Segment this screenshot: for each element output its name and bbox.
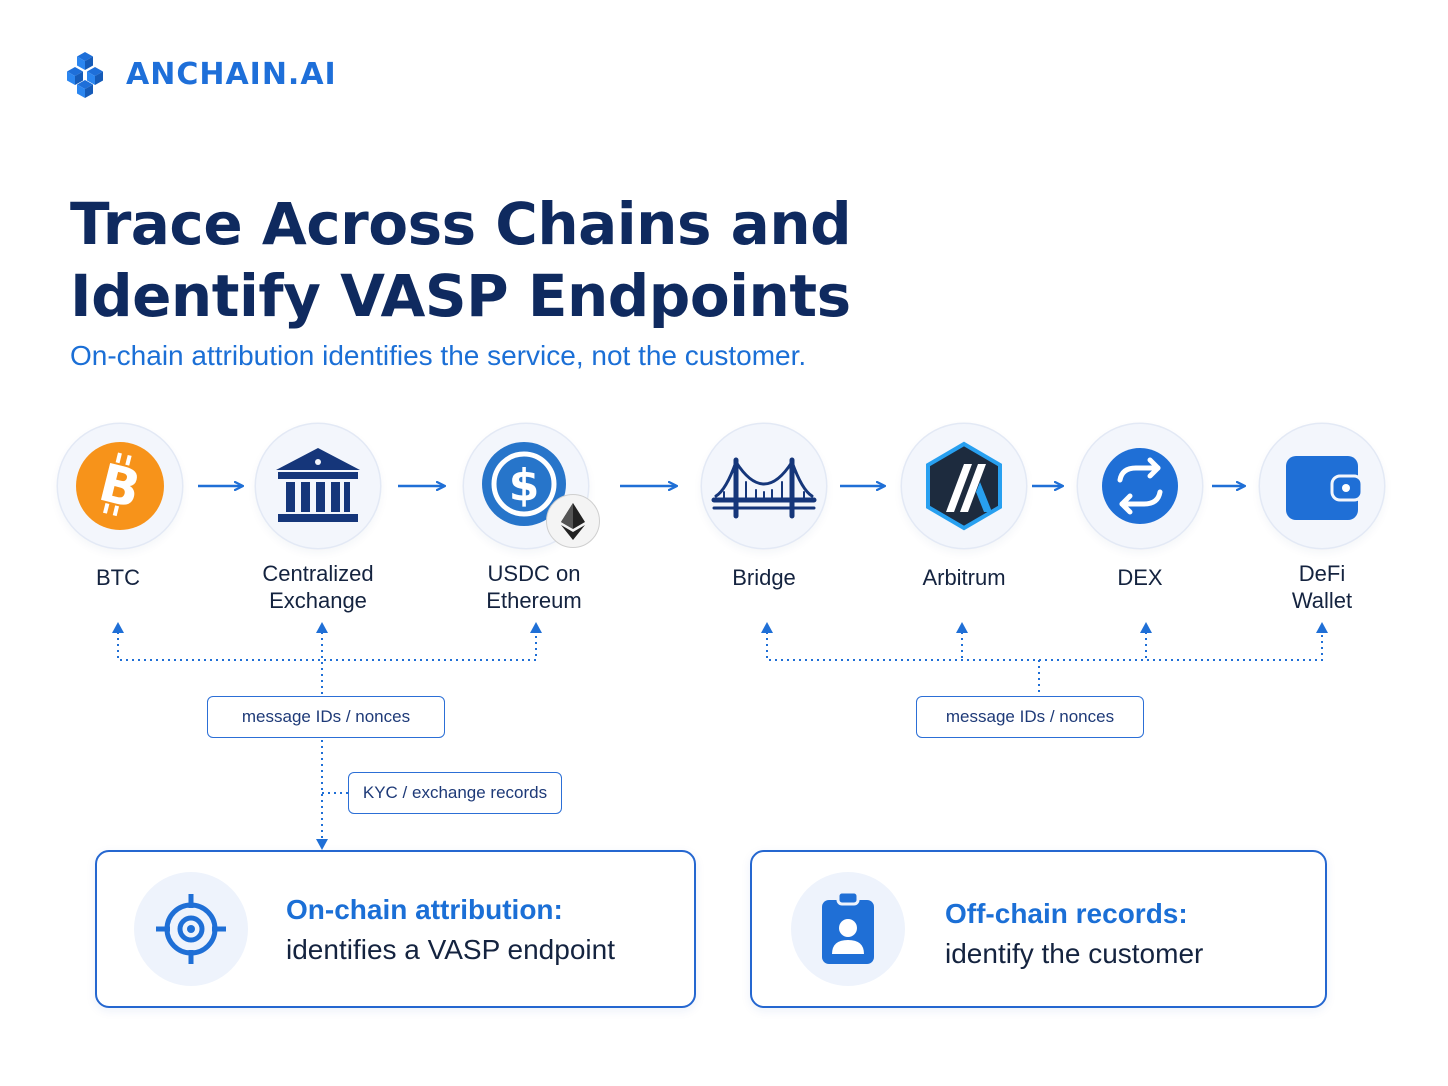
- node-arbitrum: [902, 424, 1026, 548]
- label-bridge: Bridge: [732, 565, 796, 590]
- usdc-icon: $: [482, 442, 566, 526]
- node-dex: [1078, 424, 1202, 548]
- ethereum-badge: [546, 494, 600, 548]
- card-heading: Off-chain records:: [945, 898, 1188, 929]
- node-usdc-ethereum: $: [464, 424, 600, 548]
- card-icon-wrap: [791, 872, 905, 986]
- label-btc: BTC: [96, 565, 140, 590]
- left-bracket-line: [117, 632, 537, 661]
- title-line-2: Identify VASP Endpoints: [70, 262, 851, 330]
- node-centralized-exchange: [256, 424, 380, 548]
- right-bracket-line: [766, 632, 1323, 661]
- card-body: identify the customer: [945, 938, 1204, 969]
- title-line-1: Trace Across Chains and: [70, 190, 852, 258]
- brand-logo: ANCHAIN.AI: [60, 48, 337, 100]
- card-icon-wrap: [134, 872, 248, 986]
- card-heading: On-chain attribution:: [286, 894, 563, 925]
- tag-message-ids-right: message IDs / nonces: [916, 696, 1144, 738]
- card-body: identifies a VASP endpoint: [286, 934, 615, 965]
- swap-icon: [1102, 448, 1178, 524]
- tag-message-ids-left: message IDs / nonces: [207, 696, 445, 738]
- bridge-icon: [711, 457, 817, 519]
- node-btc: B: [58, 424, 182, 548]
- id-badge-icon: [822, 890, 874, 964]
- node-bridge: [702, 424, 826, 548]
- brand-name: ANCHAIN.AI: [126, 56, 337, 92]
- page-title: Trace Across Chains and Identify VASP En…: [70, 188, 970, 332]
- label-arbitrum: Arbitrum: [922, 565, 1006, 590]
- cube-logo-icon: [67, 52, 103, 98]
- ethereum-icon: [561, 503, 585, 540]
- label-dex: DEX: [1117, 565, 1163, 590]
- bank-icon: [276, 448, 360, 522]
- card-text-onchain: On-chain attribution: identifies a VASP …: [286, 890, 615, 970]
- node-defi-wallet: [1260, 424, 1384, 548]
- svg-text:$: $: [509, 460, 540, 511]
- target-icon: [156, 894, 226, 964]
- card-text-offchain: Off-chain records: identify the customer: [945, 894, 1203, 974]
- bitcoin-icon: B: [76, 442, 164, 530]
- arbitrum-icon: [926, 441, 1002, 531]
- card-onchain-attribution: On-chain attribution: identifies a VASP …: [95, 850, 696, 1008]
- wallet-icon: [1286, 456, 1364, 520]
- page-subtitle: On-chain attribution identifies the serv…: [70, 340, 807, 371]
- tag-kyc-records: KYC / exchange records: [348, 772, 562, 814]
- card-offchain-records: Off-chain records: identify the customer: [750, 850, 1327, 1008]
